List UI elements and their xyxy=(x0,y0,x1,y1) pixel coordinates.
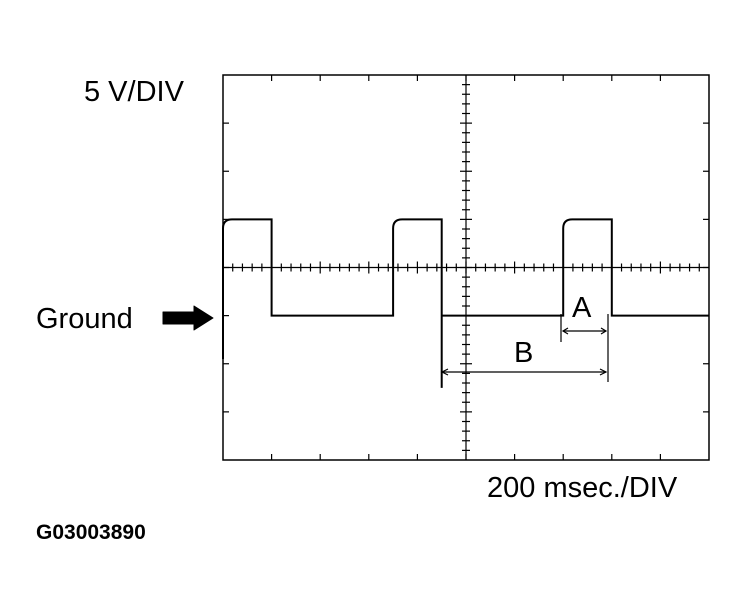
right-arrow-icon xyxy=(162,305,214,331)
vertical-center-axis xyxy=(460,75,472,460)
marker-b-label: B xyxy=(514,337,533,369)
interval-a-marker xyxy=(560,314,608,342)
ground-label: Ground xyxy=(36,303,133,335)
time-scale-label: 200 msec./DIV xyxy=(487,472,678,504)
figure-id-label: G03003890 xyxy=(36,521,146,544)
signal-waveform xyxy=(222,218,709,388)
interval-b-marker xyxy=(440,314,609,382)
voltage-scale-label: 5 V/DIV xyxy=(84,76,185,108)
marker-a-label: A xyxy=(572,292,592,324)
